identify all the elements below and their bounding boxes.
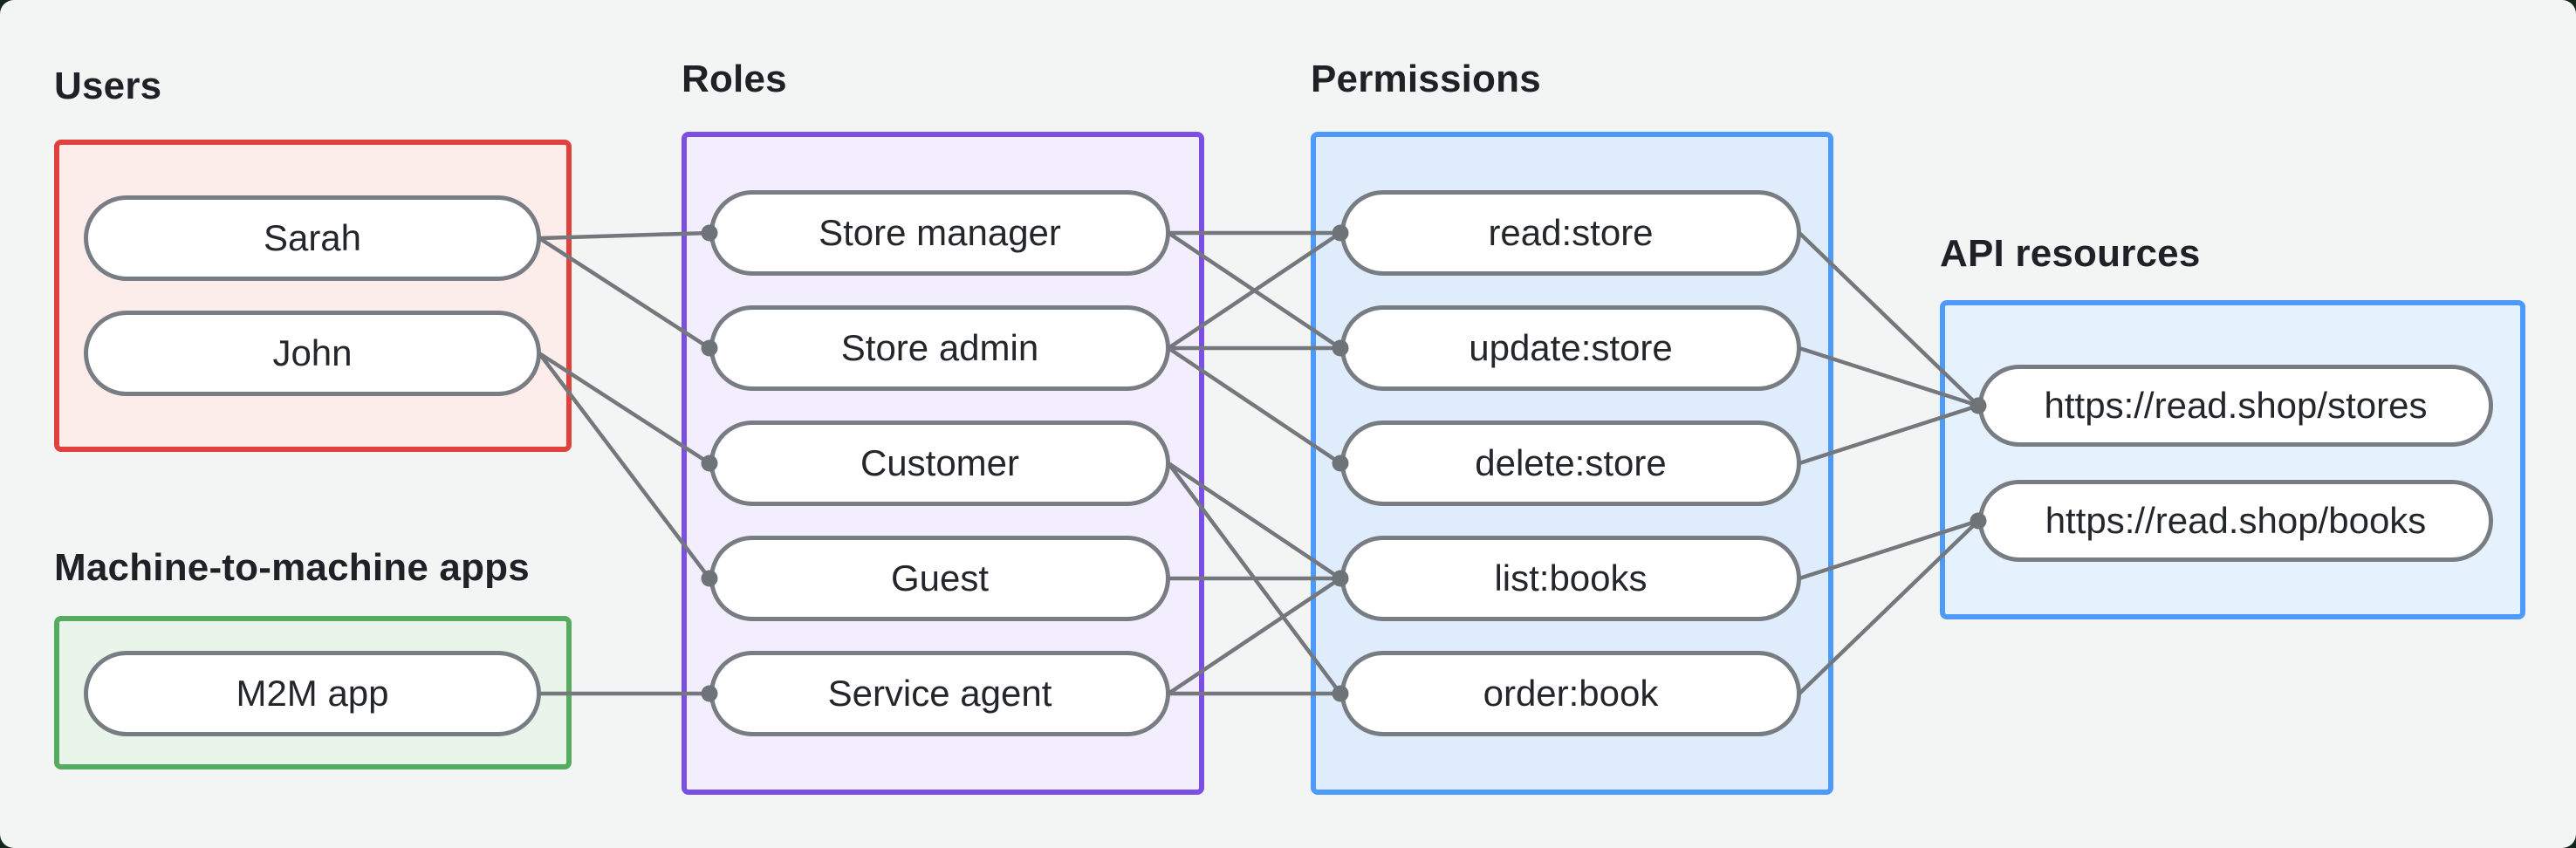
- node-m2m-app: M2M app: [84, 651, 541, 736]
- users-group-box: [54, 140, 572, 452]
- permissions-group-title: Permissions: [1311, 58, 1541, 100]
- roles-group-title: Roles: [682, 58, 787, 100]
- api-resources-group-title: API resources: [1940, 232, 2201, 275]
- users-group-title: Users: [54, 65, 162, 107]
- node-api-resource-books: https://read.shop/books: [1978, 480, 2493, 562]
- node-role-customer: Customer: [709, 421, 1170, 506]
- node-user-sarah: Sarah: [84, 195, 541, 281]
- node-role-service-agent: Service agent: [709, 651, 1170, 736]
- node-api-resource-stores: https://read.shop/stores: [1978, 365, 2493, 447]
- m2m-apps-group-title: Machine-to-machine apps: [54, 546, 530, 589]
- node-role-store-manager: Store manager: [709, 190, 1170, 276]
- node-permission-read-store: read:store: [1340, 190, 1801, 276]
- node-user-john: John: [84, 311, 541, 396]
- node-permission-list-books: list:books: [1340, 536, 1801, 621]
- api-resources-group-box: [1940, 300, 2525, 619]
- node-permission-order-book: order:book: [1340, 651, 1801, 736]
- node-permission-update-store: update:store: [1340, 305, 1801, 391]
- node-role-store-admin: Store admin: [709, 305, 1170, 391]
- node-permission-delete-store: delete:store: [1340, 421, 1801, 506]
- node-role-guest: Guest: [709, 536, 1170, 621]
